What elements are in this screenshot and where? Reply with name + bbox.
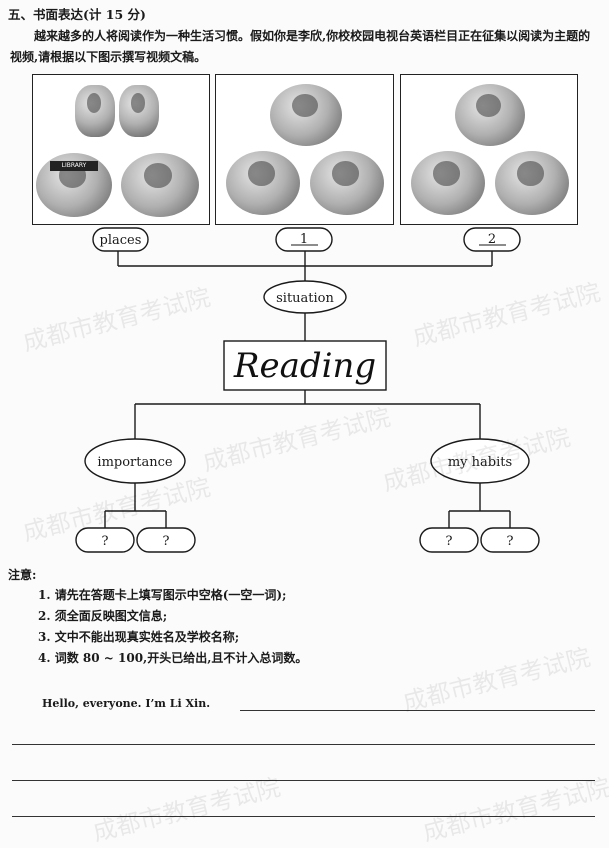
places-node: places — [92, 227, 149, 252]
writing-line[interactable] — [240, 710, 595, 711]
note-item: 3. 文中不能出现真实姓名及学校名称; — [38, 630, 240, 644]
computer-reader-image — [310, 151, 384, 215]
habits-label: my habits — [448, 455, 512, 470]
svg-text:?: ? — [102, 534, 109, 549]
reading-title: Reading — [233, 346, 376, 386]
writing-line[interactable] — [12, 816, 595, 817]
woman-reader-image — [411, 151, 485, 215]
situation-label: situation — [276, 291, 334, 306]
note-item: 2. 须全面反映图文信息; — [38, 609, 168, 623]
importance-node: importance — [84, 438, 186, 484]
train-reader-image — [119, 85, 159, 137]
essay-opening-sentence: Hello, everyone. I’m Li Xin. — [42, 697, 211, 710]
blank-2-node[interactable]: 2 — [463, 227, 521, 252]
importance-point-2[interactable]: ? — [136, 527, 196, 553]
svg-text:?: ? — [507, 534, 514, 549]
note-item: 1. 请先在答题卡上填写图示中空格(一空一词); — [38, 588, 287, 602]
svg-text:?: ? — [446, 534, 453, 549]
blank-1-node[interactable]: 1 — [275, 227, 333, 252]
places-picture-panel: LIBRARY — [32, 74, 210, 225]
writing-line[interactable] — [12, 744, 595, 745]
note-item: 4. 词数 80 ~ 100,开头已给出,且不计入总词数。 — [38, 651, 308, 665]
situation-picture-panel — [215, 74, 394, 225]
train-reader-image — [75, 85, 115, 137]
notes-title: 注意: — [8, 568, 37, 582]
importance-point-1[interactable]: ? — [75, 527, 135, 553]
habits-node: my habits — [430, 438, 530, 484]
readers-picture-panel — [400, 74, 578, 225]
habit-point-1[interactable]: ? — [419, 527, 479, 553]
writing-line[interactable] — [12, 780, 595, 781]
tablet-reader-image — [226, 151, 300, 215]
book-reader-image — [270, 84, 342, 146]
svg-text:?: ? — [163, 534, 170, 549]
blank-1-number: 1 — [300, 232, 308, 247]
blank-2-number: 2 — [488, 232, 496, 247]
boy-reader-image — [455, 84, 525, 146]
connector-lines — [104, 251, 511, 528]
reading-center-node: Reading — [223, 340, 387, 391]
library-sign: LIBRARY — [50, 161, 98, 171]
places-label: places — [100, 233, 142, 248]
habit-point-2[interactable]: ? — [480, 527, 540, 553]
situation-node: situation — [263, 280, 347, 314]
section-title: 五、书面表达(计 15 分) — [8, 7, 146, 22]
library-image: LIBRARY — [36, 153, 112, 217]
bus-reader-image — [121, 153, 199, 217]
elderly-reader-image — [495, 151, 569, 215]
importance-label: importance — [97, 455, 172, 470]
task-instructions: 越来越多的人将阅读作为一种生活习惯。假如你是李欣,你校校园电视台英语栏目正在征集… — [10, 29, 591, 64]
